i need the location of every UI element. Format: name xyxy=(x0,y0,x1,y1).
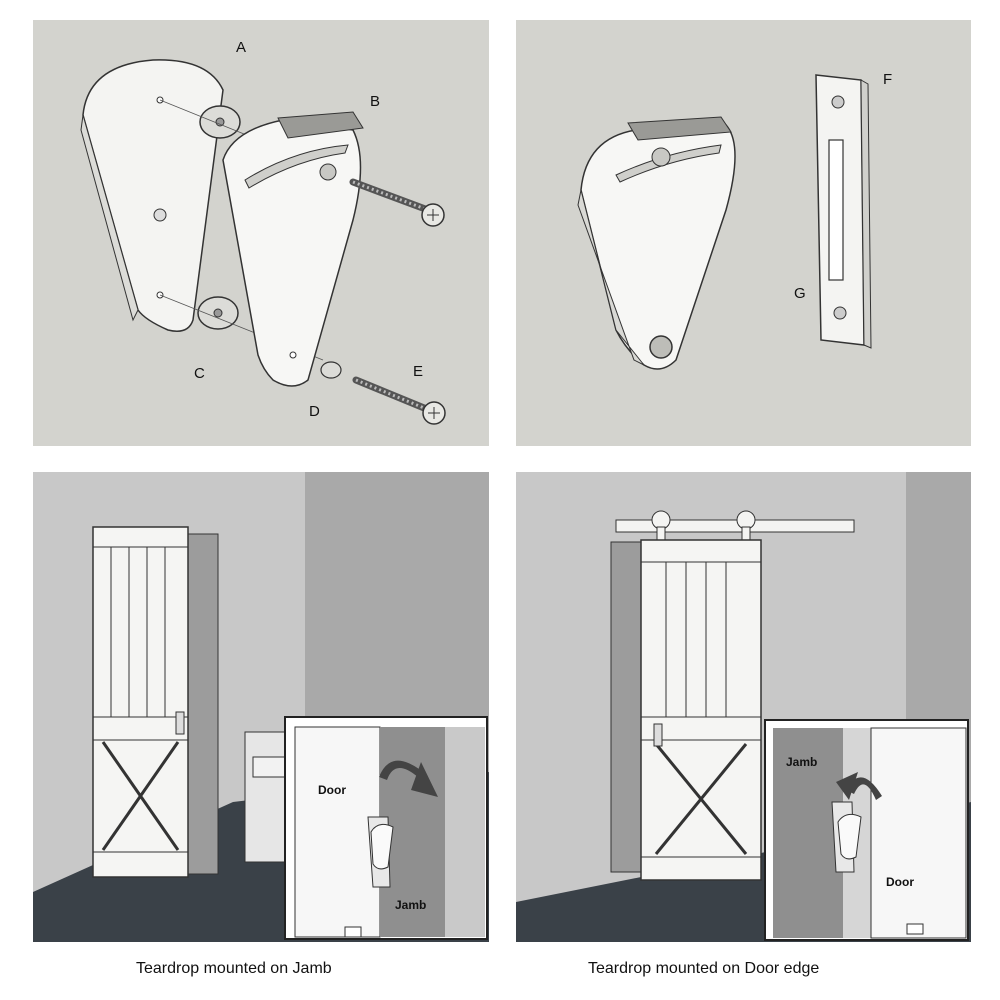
label-f: F xyxy=(883,71,892,88)
exploded-view-panel: A B C D E xyxy=(33,20,489,446)
small-washer-d xyxy=(320,361,342,379)
back-plate-a xyxy=(82,59,224,332)
assembled-view-panel: F G xyxy=(516,20,971,446)
exploded-view-illustration: A B C D E xyxy=(80,39,446,425)
inset-door-label: Door xyxy=(886,875,914,889)
top-hook-b xyxy=(277,111,364,139)
inset-door-label: Door xyxy=(318,783,346,797)
jamb-inset xyxy=(284,716,488,940)
inset-jamb-label: Jamb xyxy=(786,755,817,769)
inset-jamb-label: Jamb xyxy=(395,898,426,912)
swing-arrow-icon xyxy=(846,777,882,800)
door-edge-inset xyxy=(764,719,969,941)
label-g: G xyxy=(794,285,806,302)
lag-screw-bottom xyxy=(352,376,446,425)
caption-door-edge: Teardrop mounted on Door edge xyxy=(588,960,820,977)
lag-screw-top xyxy=(349,178,445,227)
label-d: D xyxy=(309,403,320,420)
front-plate-b xyxy=(222,119,362,387)
assembled-view-illustration: F G xyxy=(577,71,892,370)
strike-plate xyxy=(815,74,872,349)
door-edge-mount-scene: Jamb Door xyxy=(516,472,971,942)
barn-door xyxy=(640,539,762,881)
label-a: A xyxy=(236,39,246,56)
barn-door xyxy=(92,526,189,878)
label-c: C xyxy=(194,365,205,382)
door-edge-scene-illustration: Jamb Door xyxy=(516,472,971,942)
label-e: E xyxy=(413,363,423,380)
label-b: B xyxy=(370,93,380,110)
caption-jamb: Teardrop mounted on Jamb xyxy=(136,960,332,977)
barn-door-rail xyxy=(615,510,855,556)
swing-arrow-icon xyxy=(379,760,423,780)
jamb-scene-illustration: Door Jamb xyxy=(33,472,489,942)
jamb-mount-scene: Door Jamb xyxy=(33,472,489,942)
